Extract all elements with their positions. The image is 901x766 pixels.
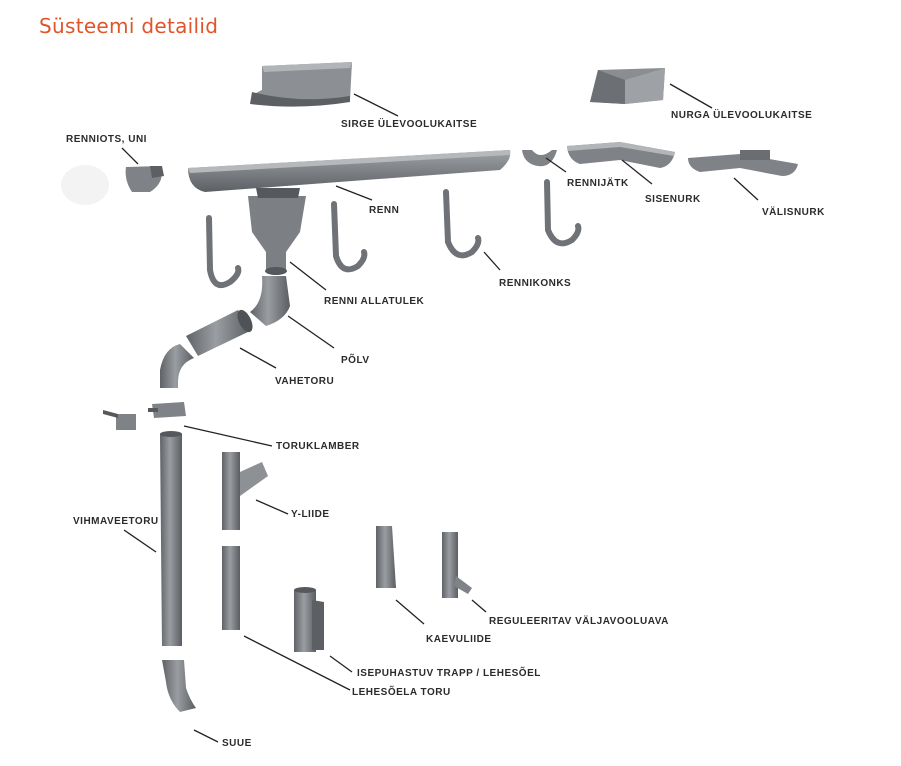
offset-pipe-end	[237, 309, 253, 333]
leaf-trap-pipe	[222, 546, 240, 630]
outside-corner	[688, 150, 798, 176]
corner-overflow-guard	[590, 68, 665, 104]
offset-pipe	[186, 310, 252, 356]
label-offset-pipe: VAHETORU	[275, 376, 335, 387]
page-title: Süsteemi detailid	[39, 14, 219, 38]
gutter-hooks	[206, 179, 582, 288]
straight-overflow-guard	[250, 62, 352, 107]
label-gutter-hook: RENNIKONKS	[499, 278, 572, 289]
label-gutter-joint: RENNIJÄTK	[567, 178, 629, 189]
gutter-end-cap	[61, 165, 164, 205]
label-end-cap: RENNIOTS, UNI	[66, 134, 147, 145]
adjustable-outlet	[442, 532, 472, 598]
downpipe	[160, 434, 182, 646]
downpipe-outlet	[248, 188, 306, 275]
label-pipe-clamp: TORUKLAMBER	[276, 441, 360, 452]
gutter-joint	[522, 150, 557, 167]
label-inside-corner: SISENURK	[645, 194, 701, 205]
self-cleaning-trap	[294, 587, 324, 652]
gutter-body	[188, 150, 511, 192]
label-self-cleaning-trap: ISEPUHASTUV TRAPP / LEHESÕEL	[357, 668, 541, 679]
label-downpipe-outlet: RENNI ALLATULEK	[324, 296, 425, 307]
label-y-branch: Y-LIIDE	[291, 509, 330, 520]
inside-corner	[567, 142, 675, 168]
pipe-bend	[160, 344, 194, 388]
shoe	[162, 660, 196, 712]
label-elbow: PÕLV	[341, 355, 370, 366]
label-straight-overflow-guard: SIRGE ÜLEVOOLUKAITSE	[341, 119, 478, 130]
leader-lines	[121, 83, 759, 743]
label-leaf-trap-pipe: LEHESÕELA TORU	[352, 687, 451, 698]
drain-connector	[376, 526, 396, 588]
label-shoe: SUUE	[222, 738, 252, 749]
elbow	[250, 276, 290, 326]
pipe-clamps	[103, 402, 186, 430]
label-adjustable-outlet: REGULEERITAV VÄLJAVOOLUAVA	[489, 616, 669, 627]
label-drain-connector: KAEVULIIDE	[426, 634, 492, 645]
label-gutter: RENN	[369, 205, 400, 216]
downpipe-top	[160, 431, 182, 437]
y-branch	[222, 452, 268, 530]
label-outside-corner: VÄLISNURK	[762, 207, 825, 218]
label-downpipe: VIHMAVEETORU	[73, 516, 159, 527]
label-corner-overflow-guard: NURGA ÜLEVOOLUKAITSE	[671, 110, 813, 121]
